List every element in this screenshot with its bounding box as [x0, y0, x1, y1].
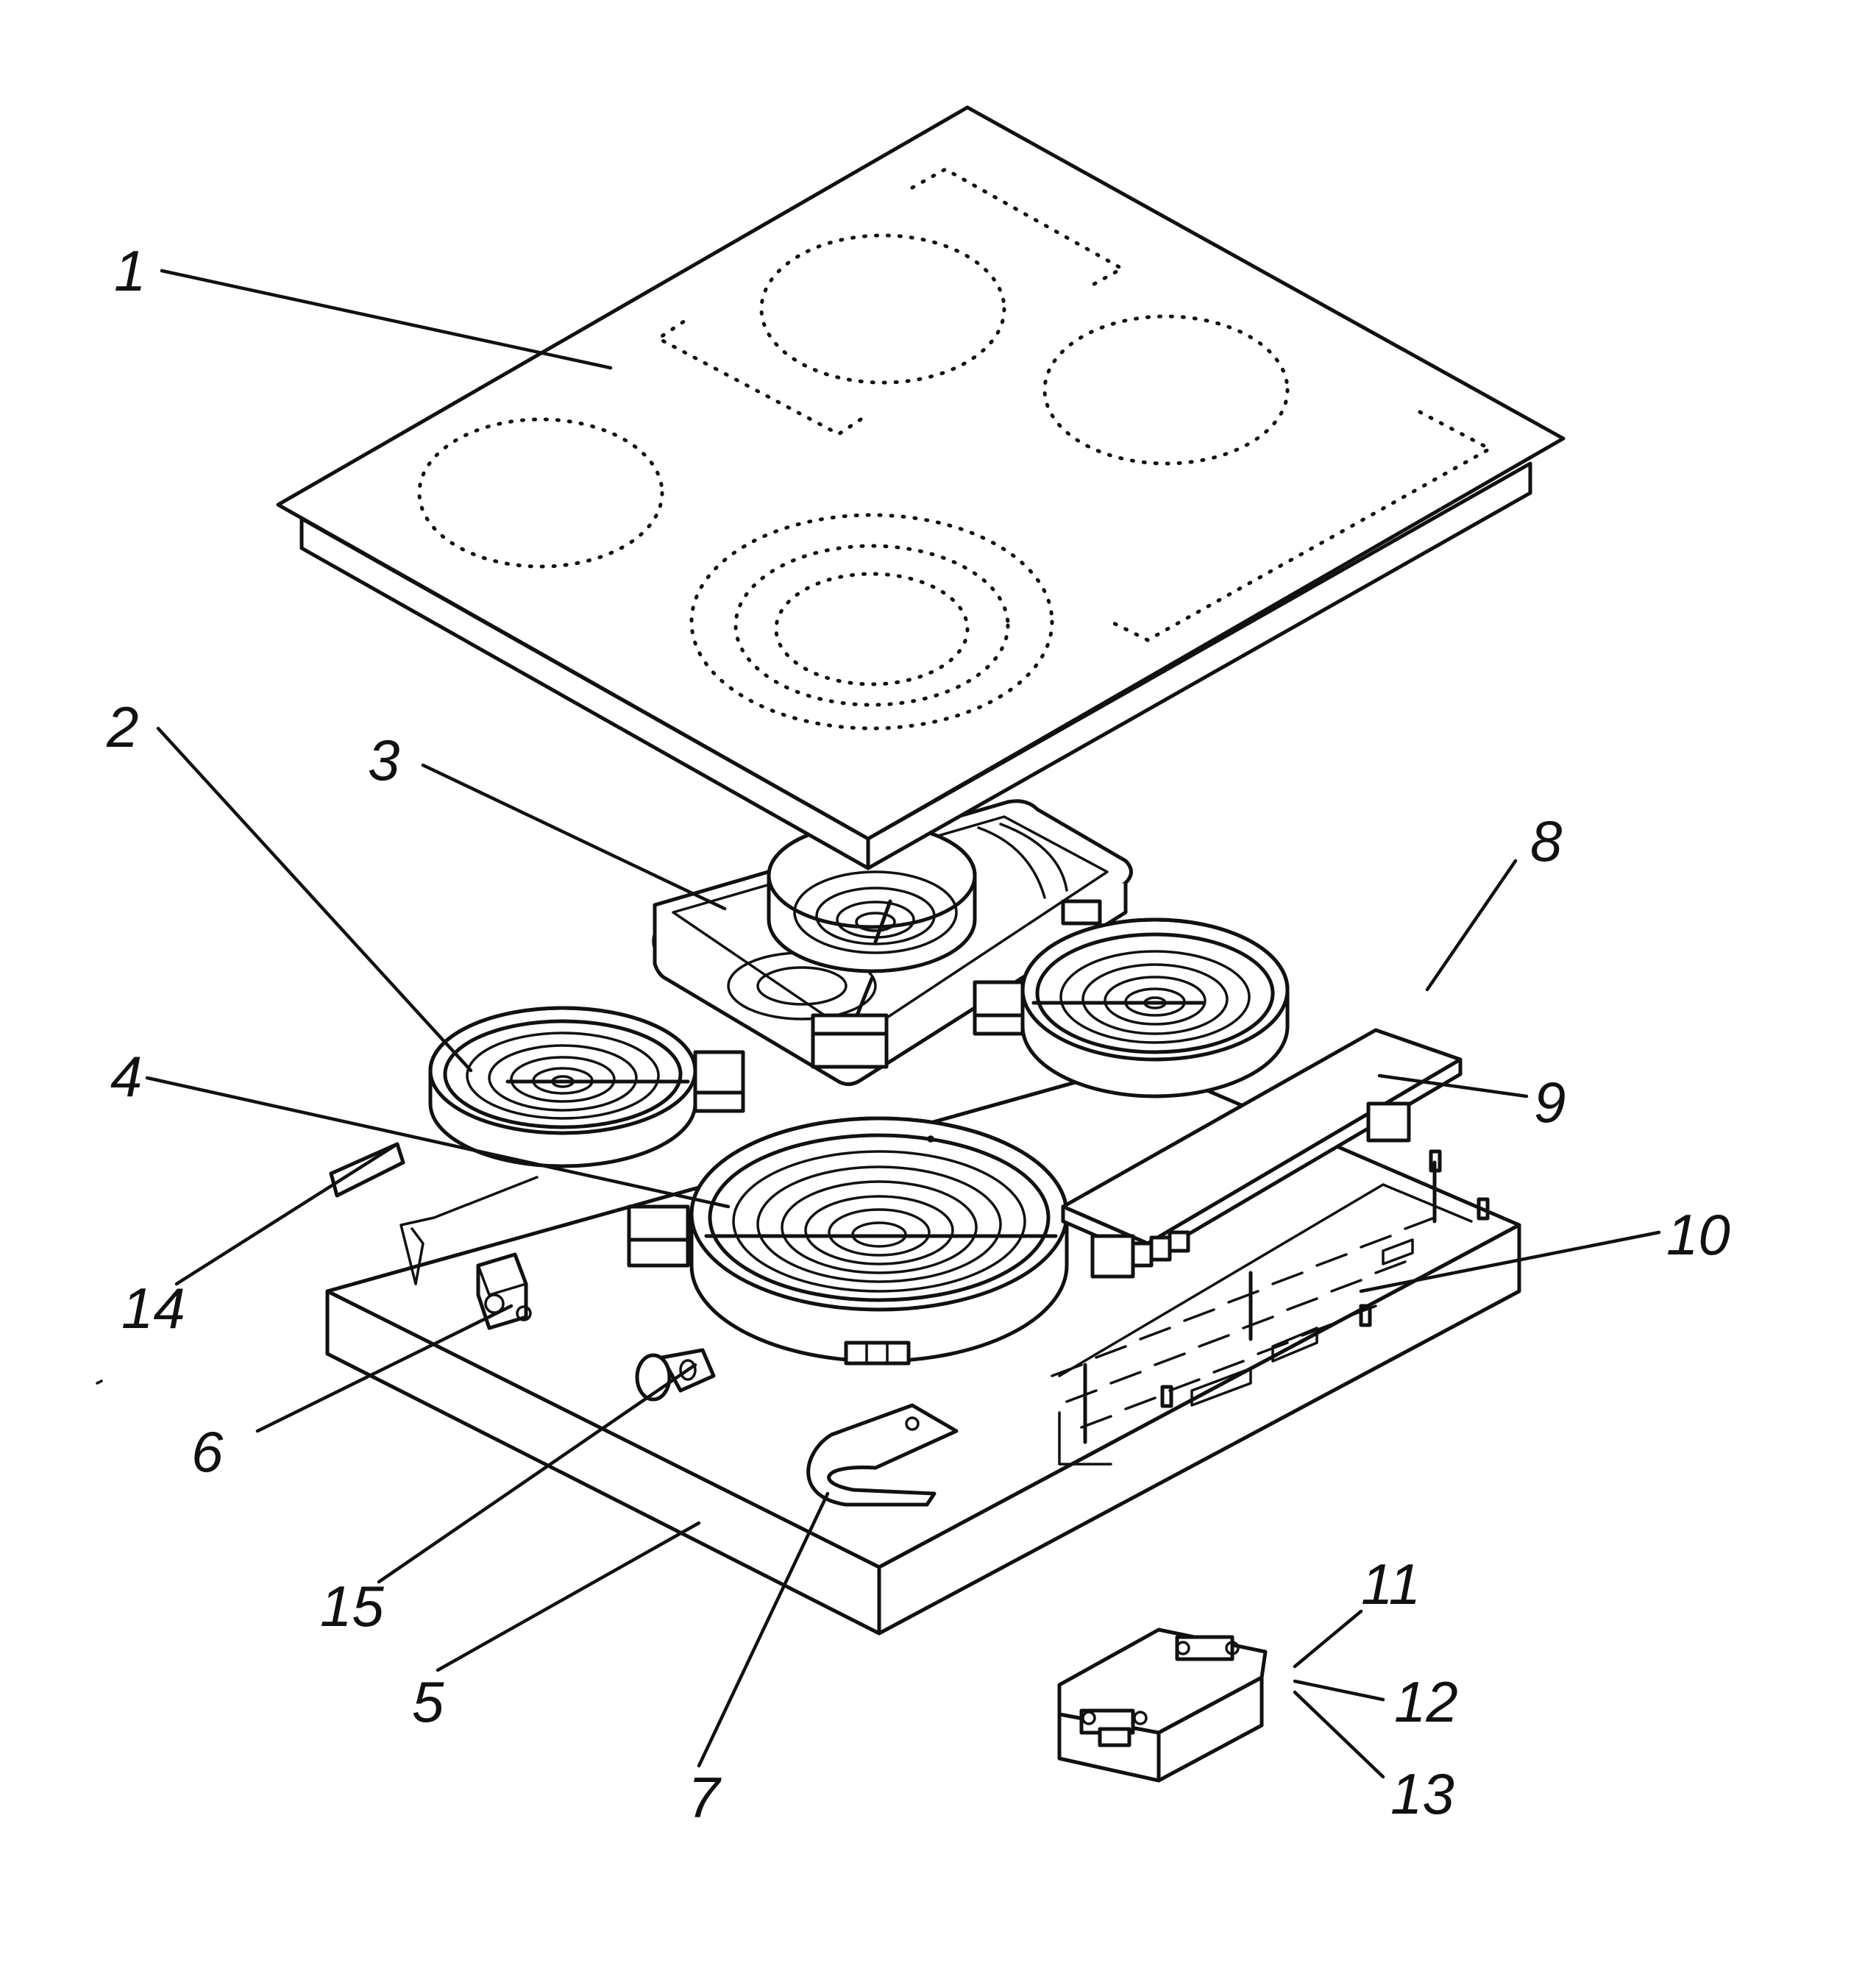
leader-lines [145, 269, 1661, 1779]
radiant-heater-left [428, 1006, 745, 1168]
label-8: 8 [1530, 809, 1562, 873]
label-12: 12 [1394, 1669, 1458, 1734]
circuit-board-area [1051, 1149, 1490, 1466]
label-9: 9 [1534, 1070, 1566, 1135]
radiant-heater-right [973, 917, 1290, 1098]
dual-heater-frame [652, 799, 1133, 1086]
label-3: 3 [368, 728, 399, 792]
glass-ceramic-top [276, 105, 1566, 870]
label-15: 15 [320, 1574, 384, 1639]
bracket [399, 1176, 539, 1285]
terminal-block [476, 1252, 532, 1330]
label-11: 11 [1361, 1552, 1421, 1616]
connector-clip [329, 1142, 405, 1198]
label-1: 1 [114, 238, 146, 303]
control-board [1061, 1028, 1463, 1279]
label-7: 7 [688, 1765, 722, 1830]
label-6: 6 [191, 1419, 224, 1484]
induction-module [1057, 1627, 1268, 1783]
label-5: 5 [412, 1669, 444, 1734]
stray-mark [96, 1380, 103, 1385]
label-2: 2 [106, 695, 138, 759]
label-13: 13 [1390, 1761, 1454, 1826]
radiant-heater-large [627, 1116, 1069, 1366]
label-10: 10 [1666, 1202, 1730, 1267]
label-4: 4 [110, 1044, 142, 1109]
reference-numerals: 1 2 3 4 5 6 7 8 9 10 11 12 13 14 15 [106, 238, 1730, 1830]
thermal-limiter [806, 1403, 959, 1507]
label-14: 14 [121, 1276, 185, 1341]
